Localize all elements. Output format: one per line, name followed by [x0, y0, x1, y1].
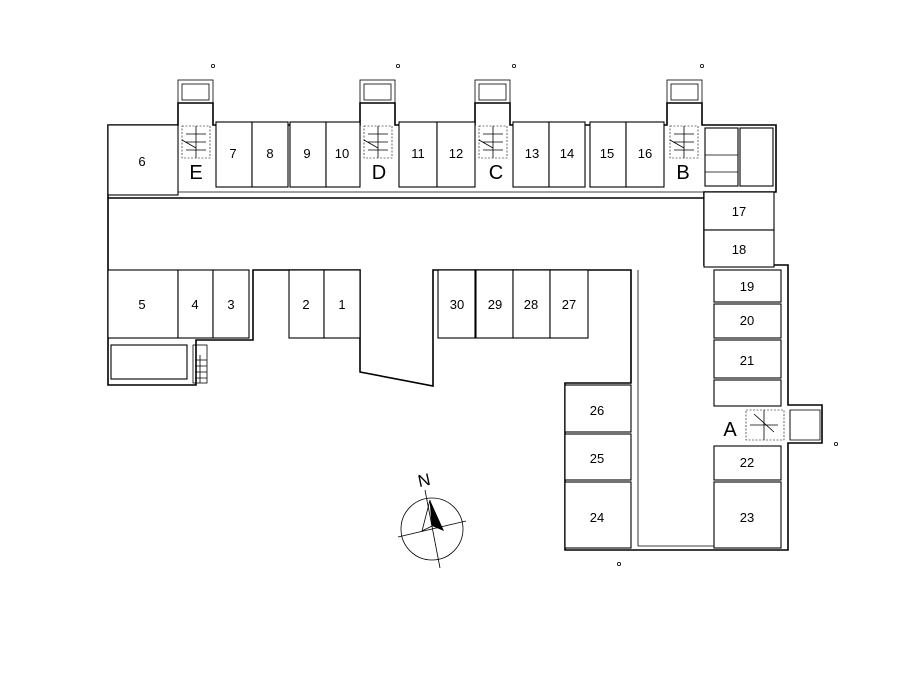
unit-label-20: 20	[740, 313, 754, 328]
room-9	[289, 121, 327, 188]
stair-tower-b	[666, 79, 703, 104]
room-11	[398, 121, 438, 188]
north-compass: N	[397, 470, 467, 569]
unit-label-12: 12	[449, 146, 463, 161]
stair-core-c	[478, 125, 508, 159]
unit-labels: 1 2 3 4 5 6 7 8 9 10 11 12 13 14 15 16 1…	[138, 146, 754, 525]
unit-label-5: 5	[138, 297, 145, 312]
unit-label-26: 26	[590, 403, 604, 418]
unit-label-21: 21	[740, 353, 754, 368]
stair-tower-e	[177, 79, 214, 104]
room-15	[589, 121, 627, 188]
stair-core-e	[181, 125, 211, 159]
room-25	[564, 433, 632, 481]
room-24	[564, 481, 632, 549]
unit-label-8: 8	[266, 146, 273, 161]
unit-label-30: 30	[450, 297, 464, 312]
unit-label-28: 28	[524, 297, 538, 312]
unit-label-16: 16	[638, 146, 652, 161]
unit-label-15: 15	[600, 146, 614, 161]
room-5-annex	[110, 344, 188, 380]
room-13	[512, 121, 550, 188]
stair-label-b: B	[676, 162, 689, 184]
compass-needle-icon	[430, 500, 444, 531]
room-19	[713, 269, 782, 303]
stair-label-c: C	[489, 162, 503, 184]
room-1	[323, 269, 361, 339]
room-b-annex-2	[739, 127, 774, 187]
unit-label-7: 7	[229, 146, 236, 161]
compass-axis-ew	[397, 520, 467, 538]
unit-label-24: 24	[590, 510, 604, 525]
unit-label-19: 19	[740, 279, 754, 294]
stair-tower-c	[474, 79, 511, 104]
room-5	[107, 269, 179, 339]
unit-label-14: 14	[560, 146, 574, 161]
stair-tower-d	[359, 79, 396, 104]
room-27	[549, 269, 589, 339]
unit-label-6: 6	[138, 154, 145, 169]
room-21b	[713, 379, 782, 407]
unit-label-29: 29	[488, 297, 502, 312]
room-30	[437, 269, 476, 339]
room-10	[325, 121, 361, 188]
room-7	[215, 121, 253, 188]
unit-label-18: 18	[732, 242, 746, 257]
compass-ring	[400, 497, 464, 561]
room-14	[548, 121, 586, 188]
unit-label-9: 9	[303, 146, 310, 161]
unit-label-17: 17	[732, 204, 746, 219]
room-3	[212, 269, 250, 339]
unit-label-27: 27	[562, 297, 576, 312]
room-6	[107, 124, 179, 196]
stair-core-d	[363, 125, 393, 159]
stair-label-d: D	[372, 162, 386, 184]
unit-label-13: 13	[525, 146, 539, 161]
room-16	[625, 121, 665, 188]
stair-labels: A B C D E	[189, 162, 737, 441]
unit-label-1: 1	[338, 297, 345, 312]
room-12	[436, 121, 476, 188]
stair-core-a	[745, 409, 821, 441]
room-17	[703, 191, 775, 231]
unit-label-2: 2	[302, 297, 309, 312]
stair-core-b	[669, 125, 699, 159]
unit-label-25: 25	[590, 451, 604, 466]
room-21	[713, 339, 782, 379]
room-2	[288, 269, 325, 339]
unit-label-23: 23	[740, 510, 754, 525]
room-26	[564, 384, 632, 433]
room-23	[713, 481, 782, 549]
room-b-annex-1	[704, 127, 739, 187]
room-4	[177, 269, 214, 339]
unit-label-22: 22	[740, 455, 754, 470]
compass-north-label: N	[416, 470, 432, 491]
room-20	[713, 303, 782, 339]
room-18	[703, 229, 775, 268]
stair-small-southwest	[192, 344, 208, 384]
unit-label-4: 4	[191, 297, 198, 312]
stair-label-e: E	[189, 162, 202, 184]
unit-label-10: 10	[335, 146, 349, 161]
room-8	[251, 121, 289, 188]
survey-points	[210, 64, 839, 567]
unit-label-11: 11	[411, 146, 425, 161]
unit-label-3: 3	[227, 297, 234, 312]
room-29	[475, 269, 514, 339]
stair-label-a: A	[723, 419, 737, 441]
room-22	[713, 445, 782, 481]
